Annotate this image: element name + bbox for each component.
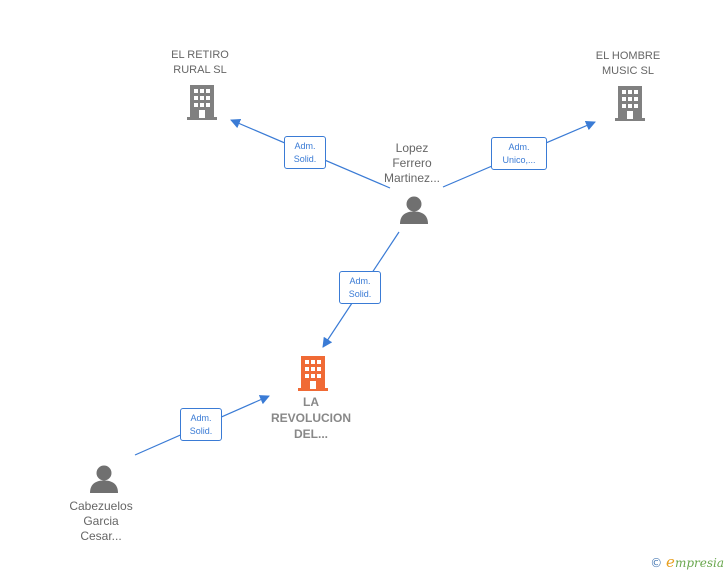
person-icon[interactable] <box>89 465 119 493</box>
copyright-icon: © <box>650 556 663 570</box>
role-box-lopez-retiro[interactable]: Adm. Solid. <box>284 136 326 169</box>
brand-initial: e <box>666 553 675 571</box>
role-box-lopez-hombre[interactable]: Adm. Unico,... <box>491 137 547 170</box>
company-label-retiro[interactable]: EL RETIRO RURAL SL <box>171 49 229 76</box>
role-box-lopez-revolucion[interactable]: Adm. Solid. <box>339 271 381 304</box>
building-icon[interactable] <box>298 356 328 391</box>
building-icon[interactable] <box>615 86 645 121</box>
company-label-revolucion[interactable]: LA REVOLUCION DEL... <box>270 395 351 441</box>
company-label-hombre[interactable]: EL HOMBRE MUSIC SL <box>595 50 661 77</box>
building-icon[interactable] <box>187 85 217 120</box>
brand-name: mpresia <box>674 556 724 570</box>
person-label-lopez[interactable]: Lopez Ferrero Martinez... <box>383 141 440 185</box>
person-label-cabezuelos[interactable]: Cabezuelos Garcia Cesar... <box>69 499 133 543</box>
brand-logo: © empresia <box>650 553 724 571</box>
role-box-cabezuelos-revolucion[interactable]: Adm. Solid. <box>180 408 222 441</box>
person-icon[interactable] <box>399 196 429 224</box>
